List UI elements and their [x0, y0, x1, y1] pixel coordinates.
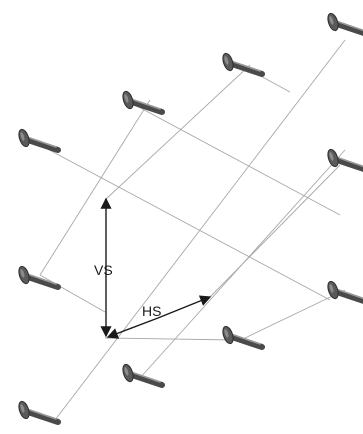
- bolt-icon: [222, 52, 265, 77]
- grid-line: [54, 39, 346, 421]
- grid-lines: [39, 39, 346, 421]
- bolt-icon: [327, 12, 363, 36]
- grid-line: [39, 144, 331, 301]
- hs-dimension-arrow: [106, 317, 159, 339]
- bolts: [18, 12, 363, 425]
- grid-line: [39, 99, 151, 276]
- grid-line: [209, 164, 341, 298]
- bolt-icon: [122, 363, 165, 388]
- bolt-icon: [327, 148, 363, 172]
- grid-line: [39, 274, 106, 313]
- vs-label: VS: [94, 262, 113, 278]
- hs-dimension-arrow: [157, 295, 212, 319]
- bolt-icon: [222, 325, 265, 350]
- grid-line: [104, 64, 251, 201]
- bolt-icon: [327, 280, 363, 304]
- bolt-icon: [18, 128, 61, 153]
- dimension-annotations: VS HS: [94, 197, 212, 339]
- bolt-icon: [18, 265, 61, 290]
- grid-line: [134, 104, 341, 216]
- grid-line: [244, 289, 346, 339]
- bolt-icon: [18, 400, 61, 425]
- grid-line: [104, 337, 236, 341]
- hs-label: HS: [142, 303, 161, 319]
- bolt-icon: [122, 90, 165, 115]
